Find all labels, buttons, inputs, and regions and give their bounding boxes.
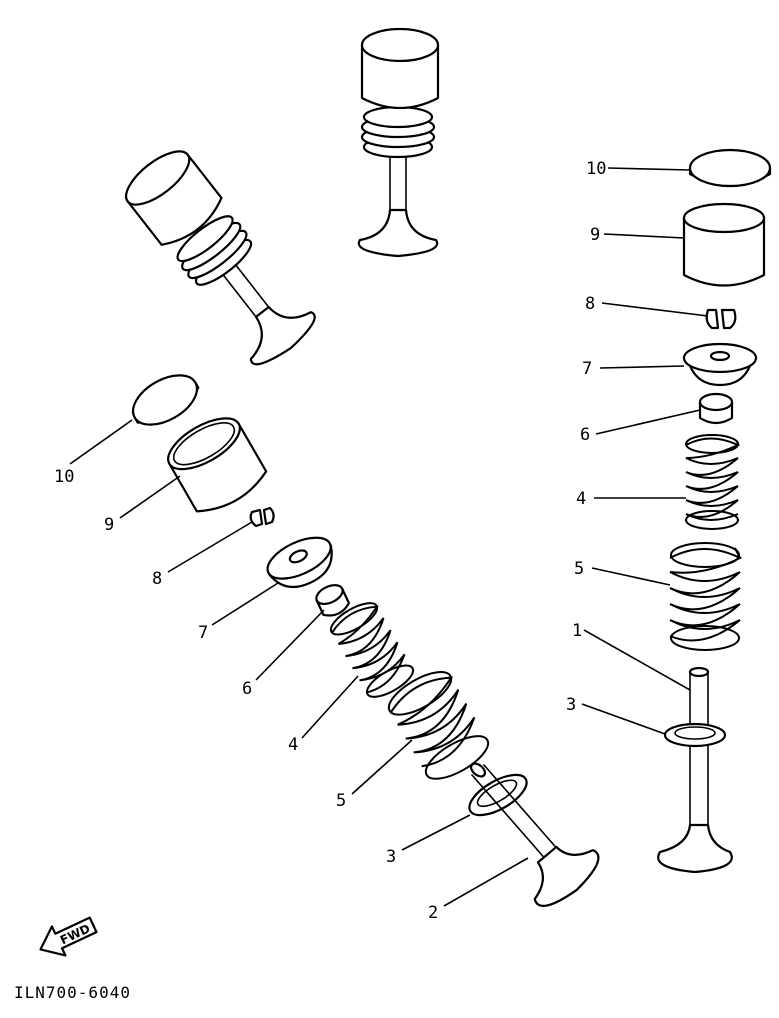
- right-inner-spring-4: [685, 434, 741, 530]
- callout-left-4: 4: [288, 735, 298, 755]
- callout-right-10: 10: [586, 159, 606, 179]
- left-outer-spring-5: [387, 671, 490, 780]
- callout-left-9: 9: [104, 515, 114, 535]
- left-spring-seat-3: [468, 773, 528, 817]
- assembled-valve-top-center: [357, 27, 440, 258]
- callout-left-8: 8: [152, 569, 162, 589]
- callout-right-9: 9: [590, 225, 600, 245]
- callout-right-4: 4: [576, 489, 586, 509]
- left-valve-exploded: 10 9 8 7 6 4 5 3 2: [54, 374, 600, 923]
- right-spring-seat-3: [663, 722, 727, 748]
- right-outer-spring-5: [669, 542, 743, 651]
- callout-left-3: 3: [386, 847, 396, 867]
- right-shim-10: [688, 148, 772, 188]
- left-inner-spring-4: [329, 602, 415, 698]
- callout-right-7: 7: [582, 359, 592, 379]
- right-valve-exploded: 10 9 8 7 6 4 5 1 3: [566, 148, 772, 874]
- callout-right-3: 3: [566, 695, 576, 715]
- callout-right-8: 8: [585, 294, 595, 314]
- right-stem-seal-6: [698, 392, 734, 425]
- right-valve-1: [657, 666, 733, 874]
- assembled-valve-top-left: [125, 150, 316, 366]
- left-retainer-7: [266, 536, 333, 589]
- right-retainer-7: [682, 342, 758, 387]
- callout-left-7: 7: [198, 623, 208, 643]
- left-bucket-9: [167, 417, 268, 513]
- callout-left-2: 2: [428, 903, 438, 923]
- callout-right-6: 6: [580, 425, 590, 445]
- callout-right-5: 5: [574, 559, 584, 579]
- right-keeper-8: [705, 308, 737, 330]
- diagram-code: ILN700-6040: [14, 983, 131, 1002]
- fwd-arrow: FWD: [39, 916, 98, 957]
- right-bucket-9: [682, 202, 766, 287]
- left-shim-10: [131, 374, 200, 426]
- callout-left-10: 10: [54, 467, 74, 487]
- callout-left-5: 5: [336, 791, 346, 811]
- callout-left-6: 6: [242, 679, 252, 699]
- callout-right-1: 1: [572, 621, 582, 641]
- left-keeper-8: [249, 506, 275, 528]
- left-stem-seal-6: [315, 584, 351, 617]
- left-valve-2: [469, 762, 600, 907]
